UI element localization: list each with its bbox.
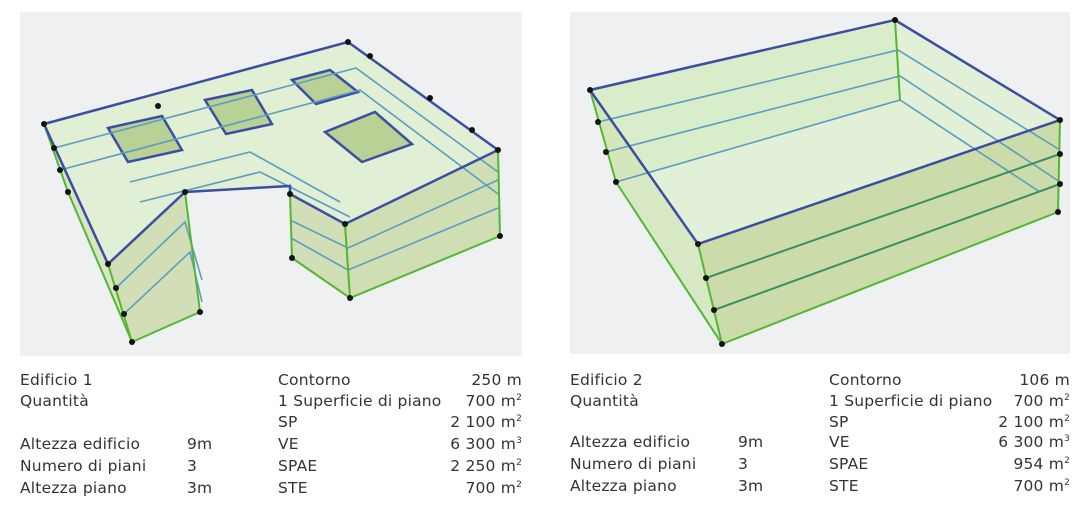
building-1-vertices bbox=[41, 39, 503, 345]
building-1-metric-value: 700 m2 bbox=[465, 479, 522, 497]
building-1-param-label: Numero di piani bbox=[20, 457, 147, 475]
building-2-metric-value: 6 300 m3 bbox=[998, 433, 1070, 451]
building-2-param-value: 3m bbox=[738, 477, 764, 495]
building-1-front-wall-c bbox=[345, 150, 500, 298]
building-2-metric-value: 2 100 m2 bbox=[998, 413, 1070, 431]
building-1-court-4 bbox=[322, 110, 415, 164]
building-2-metric-value: 106 m bbox=[1019, 371, 1070, 389]
building-2-name: Edificio 2 bbox=[570, 371, 643, 389]
building-2-param-label: Altezza piano bbox=[570, 477, 677, 495]
building-1-metric-label: VE bbox=[278, 435, 299, 453]
building-1-subtitle: Quantità bbox=[20, 392, 89, 410]
building-1-stats: Edificio 1 Quantità Altezza edificio 9m … bbox=[20, 370, 522, 505]
building-1-param-value: 3 bbox=[187, 457, 198, 475]
building-1-court-2 bbox=[203, 88, 274, 136]
building-2-param-label: Altezza edificio bbox=[570, 433, 691, 451]
building-2-front-floor-lines bbox=[705, 153, 1061, 311]
building-1-metric-label: SPAE bbox=[278, 457, 318, 475]
building-2-back-wall bbox=[590, 20, 900, 182]
building-1-court-1 bbox=[106, 114, 184, 164]
building-2-metric-label: VE bbox=[829, 433, 850, 451]
building-1-metric-label: STE bbox=[278, 479, 308, 497]
building-1-metric-label: SP bbox=[278, 413, 298, 431]
building-1-metric-label: Contorno bbox=[278, 371, 351, 389]
building-2-subtitle: Quantità bbox=[570, 392, 639, 410]
building-2-left-wall bbox=[590, 90, 722, 344]
building-2-metric-label: SP bbox=[829, 413, 849, 431]
building-2-metric-label: STE bbox=[829, 477, 859, 495]
building-2-stats: Edificio 2 Quantità Altezza edificio 9m … bbox=[570, 370, 1072, 505]
building-1-front-wall-b bbox=[290, 194, 350, 298]
building-1-name: Edificio 1 bbox=[20, 371, 93, 389]
building-1-diagram bbox=[20, 12, 522, 356]
building-2-metric-label: SPAE bbox=[829, 455, 869, 473]
building-2-metric-label: 1 Superficie di piano bbox=[829, 392, 993, 410]
building-2-param-value: 3 bbox=[738, 455, 749, 473]
building-1-metric-value: 2 250 m2 bbox=[450, 457, 522, 475]
building-1-param-label: Altezza edificio bbox=[20, 435, 141, 453]
building-2-param-label: Numero di piani bbox=[570, 455, 697, 473]
building-1-metric-value: 250 m bbox=[471, 371, 522, 389]
building-2-diagram bbox=[570, 12, 1070, 354]
building-2-metric-value: 700 m2 bbox=[1013, 477, 1070, 495]
building-1-svg bbox=[41, 39, 503, 345]
building-1-param-value: 3m bbox=[187, 479, 213, 497]
building-1-metric-value: 2 100 m2 bbox=[450, 413, 522, 431]
building-2-front-wall bbox=[698, 120, 1060, 344]
building-2-metric-value: 954 m2 bbox=[1013, 455, 1070, 473]
building-1-metric-value: 700 m2 bbox=[465, 392, 522, 410]
building-2-svg bbox=[587, 17, 1063, 347]
building-2-param-value: 9m bbox=[738, 433, 764, 451]
building-1-metric-label: 1 Superficie di piano bbox=[278, 392, 442, 410]
building-2-metric-value: 700 m2 bbox=[1013, 392, 1070, 410]
building-1-roof-fill bbox=[44, 42, 498, 264]
building-1-wall-edges bbox=[43, 123, 501, 343]
building-1-param-label: Altezza piano bbox=[20, 479, 127, 497]
building-2-vertices bbox=[587, 17, 1063, 347]
building-1-left-wall bbox=[44, 124, 132, 342]
building-1-metric-value: 6 300 m3 bbox=[450, 435, 522, 453]
building-1-param-value: 9m bbox=[187, 435, 213, 453]
building-2-metric-label: Contorno bbox=[829, 371, 902, 389]
